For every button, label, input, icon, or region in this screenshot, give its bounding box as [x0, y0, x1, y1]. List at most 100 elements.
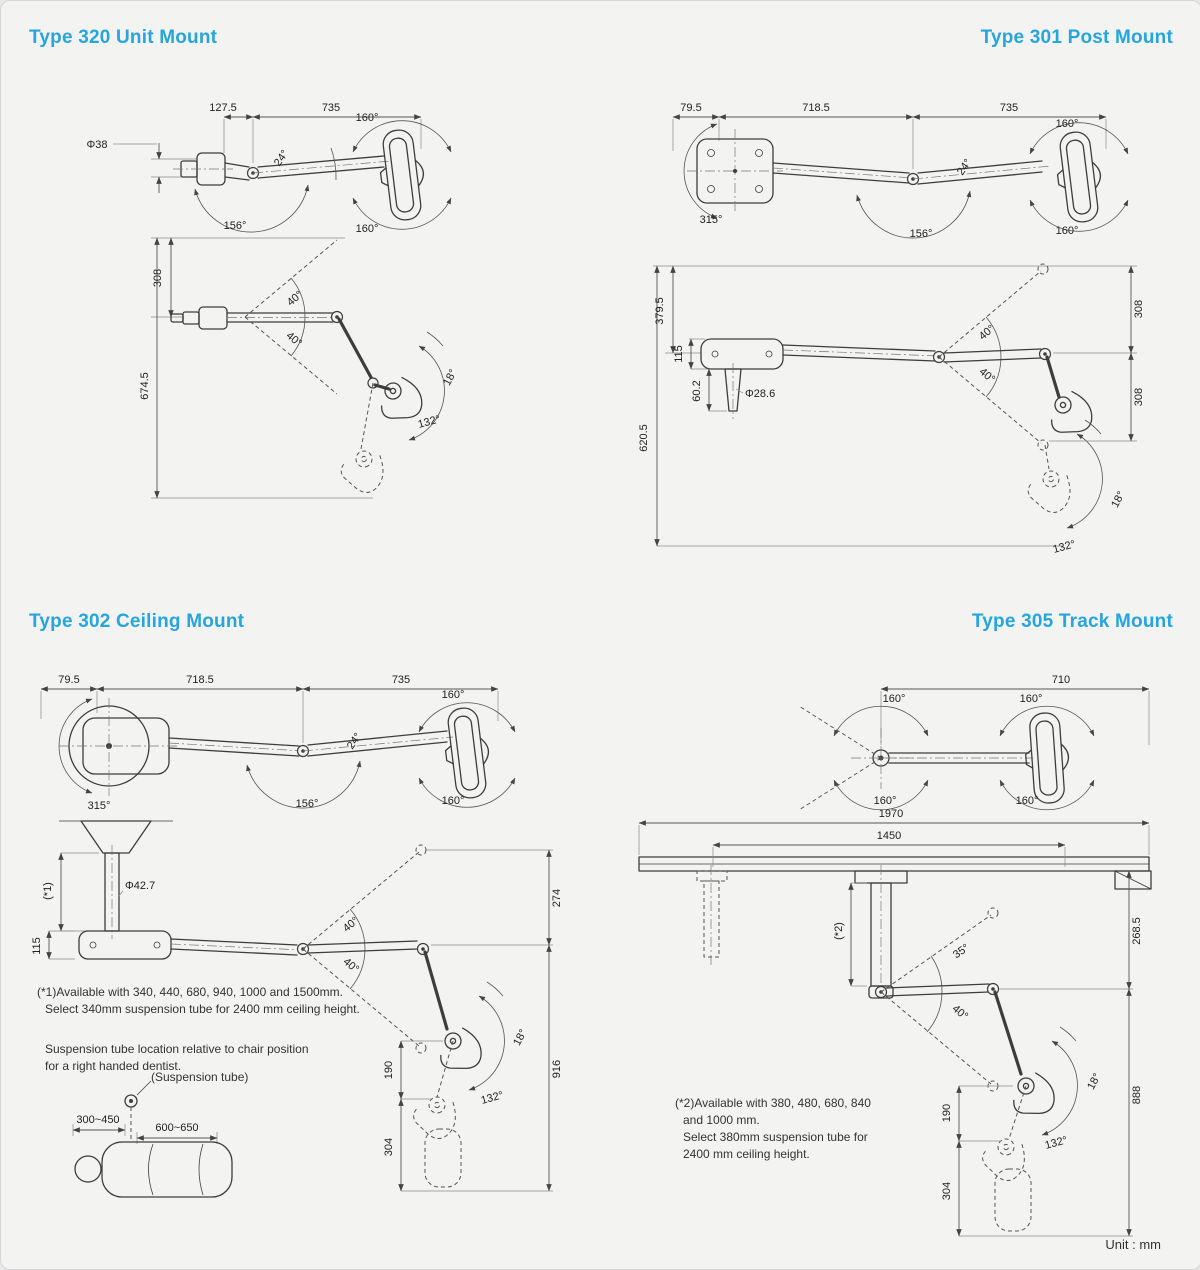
light-head — [440, 705, 495, 801]
dim-label: 379.5 — [654, 297, 666, 325]
note-line: for a right handed dentist. — [45, 1059, 182, 1073]
type320-title: Type 320 Unit Mount — [29, 27, 218, 48]
dim-label: 304 — [941, 1182, 953, 1200]
angle-label: 132° — [1052, 538, 1077, 555]
type305-tube-note: (*2)Available with 380, 480, 680, 840 an… — [675, 1095, 871, 1163]
ceiling-canopy — [80, 820, 152, 854]
type302-tube-note: (*1)Available with 340, 440, 680, 940, 1… — [37, 984, 360, 1018]
type320-plan-view: 127.5 735 Φ38 160° 160° 156° 24° — [86, 102, 452, 235]
dim-label: Φ28.6 — [745, 388, 775, 400]
light-head — [378, 374, 428, 425]
dim-label: 710 — [1052, 674, 1070, 686]
dim-label: 308 — [1133, 300, 1145, 318]
angle-label: 40° — [341, 956, 361, 976]
post-head — [700, 338, 784, 370]
type302-chair-note: Suspension tube location relative to cha… — [45, 1041, 309, 1075]
dim-label: 308 — [1133, 388, 1145, 406]
note-line: Suspension tube location relative to cha… — [45, 1042, 309, 1056]
type301-side-view: 620.5 379.5 115 60.2 Φ28.6 40° 40° 18° 1… — [638, 263, 1145, 556]
dim-label: 1450 — [877, 830, 901, 842]
dim-label: 1970 — [879, 808, 903, 820]
dim-label: (*1) — [42, 882, 54, 900]
angle-label: 160° — [883, 693, 906, 705]
note-line: 2400 mm ceiling height. — [683, 1147, 810, 1161]
dim-label: 735 — [392, 674, 410, 686]
type302-side-view: (*1) Φ42.7 115 40° 40° 18° 132° 274 916 … — [31, 820, 563, 1192]
dim-label: 735 — [1000, 102, 1018, 114]
type305-title: Type 305 Track Mount — [971, 611, 1173, 632]
dim-label: (*2) — [833, 922, 845, 940]
note-line: (*2)Available with 380, 480, 680, 840 — [675, 1096, 871, 1110]
note-line: and 1000 mm. — [683, 1113, 760, 1127]
light-head-ghost — [978, 1131, 1036, 1189]
dim-label: Φ38 — [86, 139, 107, 151]
dim-label: 620.5 — [638, 424, 650, 452]
dim-label: 60.2 — [691, 380, 703, 401]
light-head-ghost — [1023, 463, 1082, 521]
type305-side-view: 1970 1450 (*2) 35° 40° 18° 132° 268.5 88… — [638, 808, 1152, 1237]
suspension-tube — [870, 882, 892, 987]
angle-label: 156° — [224, 220, 247, 232]
dim-label: 79.5 — [680, 102, 701, 114]
dim-label: 888 — [1131, 1086, 1143, 1104]
angle-label: 40° — [341, 915, 361, 935]
dim-label: 190 — [383, 1061, 395, 1079]
light-head-ghost — [409, 1089, 467, 1147]
type305-plan-view: 710 160° 160° 160° 160° — [798, 674, 1150, 811]
angle-label: 18° — [1085, 1071, 1103, 1091]
note-line: (*1)Available with 340, 440, 680, 940, 1… — [37, 985, 343, 999]
type302-plan-view: 79.5 718.5 735 315° 160° 160° 156° 24° — [40, 674, 516, 812]
angle-label: 160° — [442, 689, 465, 701]
angle-label: 40° — [285, 289, 305, 309]
angle-label: 18° — [441, 367, 459, 387]
dim-label: 600~650 — [155, 1122, 198, 1134]
type302-chair-diagram: 300~450 600~650 — [72, 1080, 233, 1198]
chair-headrest — [74, 1155, 102, 1183]
type302-title: Type 302 Ceiling Mount — [29, 611, 245, 632]
angle-label: 160° — [356, 112, 379, 124]
angle-label: 156° — [296, 798, 319, 810]
angle-label: 40° — [950, 1003, 970, 1023]
dim-label: 718.5 — [186, 674, 214, 686]
light-head — [1010, 1068, 1061, 1121]
angle-label: 40° — [977, 323, 997, 343]
angle-label: 160° — [1056, 225, 1079, 237]
angle-label: 132° — [1044, 1134, 1069, 1151]
light-head — [437, 1023, 488, 1076]
angle-label: 18° — [1109, 489, 1127, 509]
dim-label: 115 — [31, 937, 43, 955]
dim-label: 115 — [673, 345, 685, 363]
dim-label: 268.5 — [1131, 917, 1143, 945]
suspension-tube-label: (Suspension tube) — [151, 1069, 248, 1086]
dim-label: 304 — [383, 1138, 395, 1156]
dim-label: 735 — [322, 102, 340, 114]
light-head — [1052, 129, 1107, 225]
angle-label: 156° — [910, 228, 933, 240]
note-line: Select 380mm suspension tube for — [683, 1130, 868, 1144]
angle-label: 315° — [88, 800, 111, 812]
angle-label: 24° — [345, 731, 364, 752]
angle-label: 132° — [480, 1089, 505, 1106]
dim-label: 274 — [551, 889, 563, 907]
angle-label: 18° — [511, 1027, 529, 1047]
angle-label: 160° — [356, 223, 379, 235]
angle-label: 315° — [700, 214, 723, 226]
dim-label: 674.5 — [139, 372, 151, 400]
dental-chair — [101, 1141, 233, 1198]
dim-label: 190 — [941, 1104, 953, 1122]
track-end-stop — [1114, 870, 1152, 890]
angle-label: 160° — [1056, 118, 1079, 130]
dim-label: 79.5 — [58, 674, 79, 686]
dim-label: 300~450 — [76, 1114, 119, 1126]
note-line: (Suspension tube) — [151, 1070, 249, 1084]
angle-label: 160° — [1016, 795, 1039, 807]
angle-label: 160° — [874, 795, 897, 807]
dim-label: 718.5 — [802, 102, 830, 114]
type320-side-view: 308 674.5 40° 40° 18° 132° — [139, 237, 460, 501]
angle-label: 40° — [284, 330, 304, 350]
angle-label: 160° — [442, 795, 465, 807]
angle-label: 132° — [417, 413, 442, 430]
type301-plan-view: 79.5 718.5 735 315° 160° 160° 156° 24° — [672, 102, 1129, 240]
